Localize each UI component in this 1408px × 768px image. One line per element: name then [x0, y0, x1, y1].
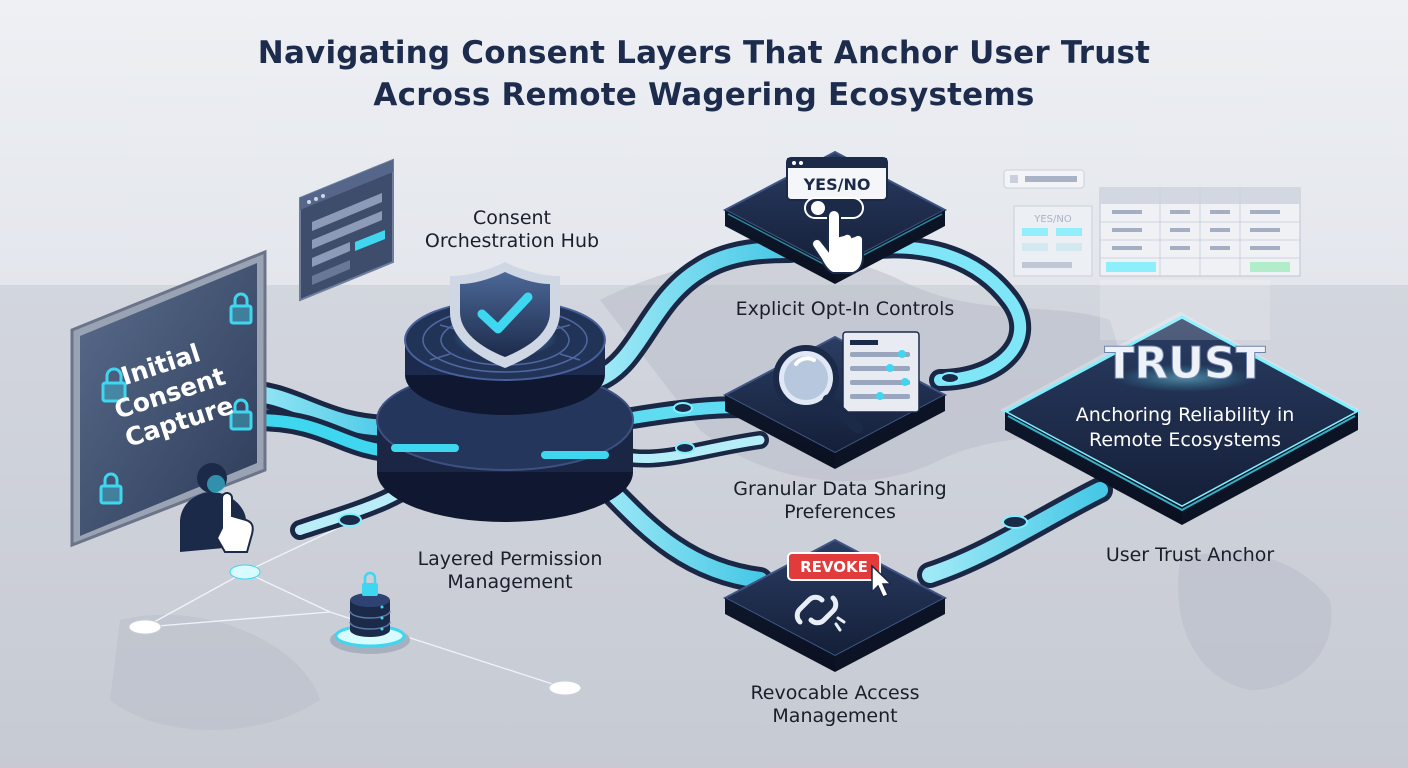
faint-data-table [1100, 188, 1300, 276]
user-trust-anchor-label: User Trust Anchor [1070, 544, 1310, 567]
yes-no-badge-text: YES/NO [803, 175, 871, 194]
trust-heading: TRUST [1104, 338, 1265, 389]
data-sharing-label: Granular Data Sharing Preferences [700, 478, 980, 524]
layered-label-line-1: Layered Permission [380, 548, 640, 571]
revoke-button[interactable]: REVOKE [788, 553, 880, 580]
revoke-button-label: REVOKE [800, 558, 868, 576]
revocable-access-label: Revocable Access Management [720, 682, 950, 728]
layered-permission-label: Layered Permission Management [380, 548, 640, 594]
preference-sliders-card [843, 332, 919, 412]
data-sharing-label-line-2: Preferences [700, 501, 980, 524]
hub-label-line-2: Orchestration Hub [412, 230, 612, 253]
trust-subtitle-line-2: Remote Ecosystems [1089, 429, 1281, 451]
faint-choice-panel: YES/NO [1004, 170, 1092, 276]
light-beam [1100, 280, 1270, 340]
revocable-label-line-1: Revocable Access [720, 682, 950, 705]
layered-label-line-2: Management [380, 571, 640, 594]
hub-label: Consent Orchestration Hub [412, 207, 612, 253]
faint-panel-title: YES/NO [1033, 214, 1072, 225]
floating-settings-window [300, 160, 393, 300]
hub-label-line-1: Consent [412, 207, 612, 230]
opt-in-label: Explicit Opt-In Controls [700, 298, 990, 321]
opt-in-browser-card: YES/NO [787, 158, 887, 200]
revocable-label-line-2: Management [720, 705, 950, 728]
opt-in-label-text: Explicit Opt-In Controls [700, 298, 990, 321]
user-trust-anchor-label-text: User Trust Anchor [1070, 544, 1310, 567]
data-sharing-label-line-1: Granular Data Sharing [700, 478, 980, 501]
trust-subtitle-line-1: Anchoring Reliability in [1076, 404, 1295, 426]
